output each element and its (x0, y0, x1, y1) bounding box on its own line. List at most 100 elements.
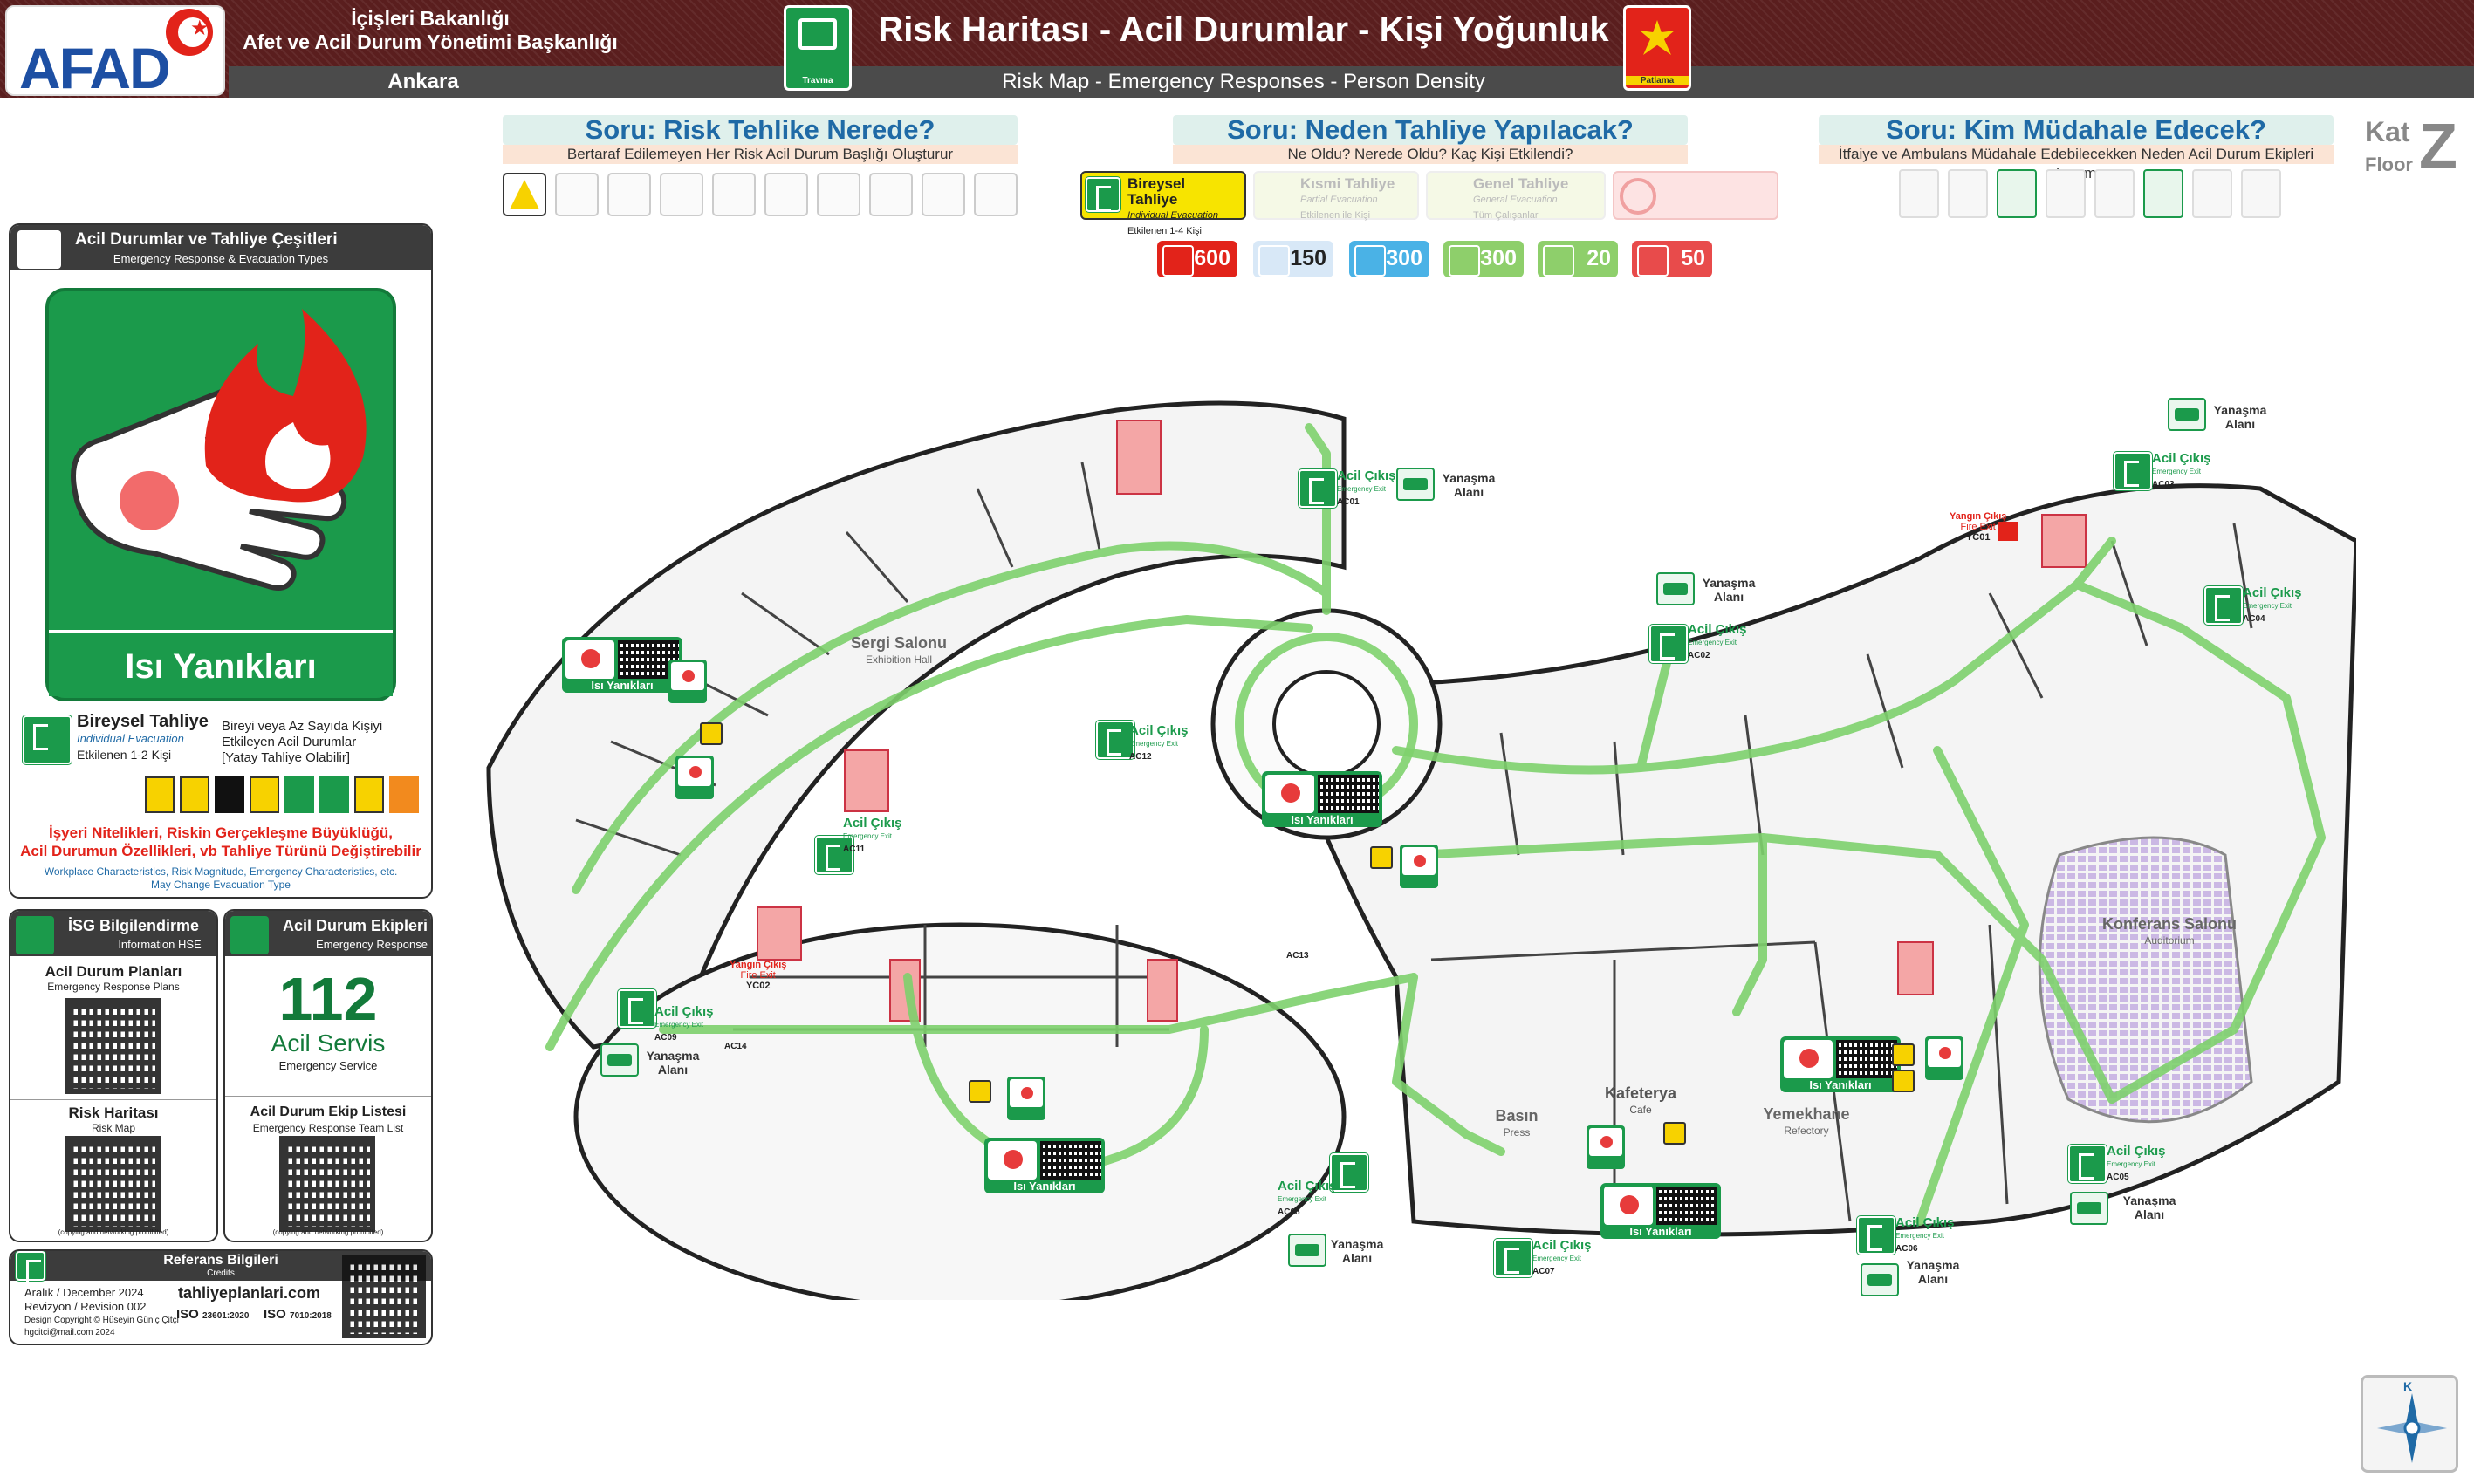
credits-site[interactable]: tahliyeplanlari.com (178, 1284, 321, 1302)
burn-hazard-icon (1400, 845, 1438, 888)
burn-hazard-tag[interactable]: Isı Yanıkları (1600, 1183, 1721, 1239)
floor-kat: Kat (2365, 116, 2410, 147)
responder-firefighter-icon (1948, 169, 1988, 218)
isg-footnote: (copying and networking prohibited) (58, 1228, 169, 1236)
credits-design: Design Copyright © Hüseyin Güniç Çitçi (24, 1316, 179, 1325)
emergency-exit-sign-icon (1299, 469, 1337, 508)
turkish-crescent-icon (166, 9, 213, 56)
evac-general: Genel Tahliye General Evacuation Tüm Çal… (1426, 171, 1606, 221)
emergency-exit-sign-icon (618, 989, 656, 1028)
qr-code-riskmap[interactable] (65, 1136, 161, 1232)
credits-panel: Referans Bilgileri Credits Aralık / Dece… (9, 1249, 433, 1345)
responder-medical-icon (2094, 169, 2135, 218)
emergency-types-header: Acil Durumlar ve Tahliye Çeşitleri Emerg… (10, 225, 431, 270)
evac-warning-en-line2: May Change Evacuation Type (151, 879, 291, 891)
emergency-number[interactable]: 112 (278, 965, 378, 1033)
evac-desc: Bireyi veya Az Sayıda Kişiyi Etkileyen A… (222, 719, 422, 766)
burn-hazard-tag[interactable]: Isı Yanıkları (1262, 771, 1382, 827)
emergency-exit-sign-icon (1857, 1216, 1895, 1255)
divider (10, 1099, 216, 1100)
mini-hazard-icon (354, 776, 384, 813)
no-entry-icon (1613, 171, 1778, 220)
evac-desc-line3: [Yatay Tahliye Olabilir] (222, 750, 351, 765)
header-subbar (229, 66, 2474, 98)
qr-code-site[interactable] (342, 1255, 426, 1338)
burn-hazard-icon (1007, 1077, 1045, 1120)
iso1-number: 23601:2020 (202, 1311, 250, 1321)
trauma-label: Travma (802, 76, 833, 85)
evac-warning-line1: İşyeri Nitelikleri, Riskin Gerçekleşme B… (48, 824, 393, 841)
room-cafe-name: Kafeterya (1604, 1084, 1677, 1102)
question-who: Soru: Kim Müdahale Edecek? İtfaiye ve Am… (1819, 115, 2334, 181)
star-icon: ★ (190, 17, 209, 40)
iso-badge-2: ISO 7010:2018 (264, 1307, 332, 1322)
individual-evac-icon (23, 715, 72, 764)
assembly-area: Yanaşma Alanı (1702, 576, 1756, 604)
org-chart-icon (16, 916, 54, 954)
ambulance-van-icon (2168, 398, 2206, 431)
explosion-label: Patlama (1626, 76, 1689, 85)
responder-search-icon (2046, 169, 2086, 218)
emergency-exit-sign-icon (1649, 625, 1688, 663)
mini-hazard-icon (319, 776, 349, 813)
evac-desc-line1: Bireyi veya Az Sayıda Kişiyi (222, 719, 383, 734)
mini-hazard-icon (284, 776, 314, 813)
evac-individual-en: Individual Evacuation (1127, 210, 1218, 221)
mini-hazard-icon (180, 776, 209, 813)
isg-item2: Risk Haritası (68, 1104, 159, 1121)
question-who-title: Soru: Kim Müdahale Edecek? (1819, 115, 2334, 145)
explosion-icon: Patlama (1623, 5, 1691, 91)
question-where-title: Soru: Risk Tehlike Nerede? (503, 115, 1018, 145)
count-meal-icon: 300 (1443, 241, 1524, 277)
iso2-number: 7010:2018 (290, 1311, 332, 1321)
exit-ac14: AC14 (724, 1042, 747, 1051)
exit-ac13: AC13 (1286, 951, 1309, 961)
mini-hazard-icon (145, 776, 175, 813)
room-exhibition-hall-name: Sergi Salonu (850, 634, 948, 652)
evac-warning-line2: Acil Durumun Özellikleri, vb Tahliye Tür… (20, 843, 421, 859)
assembly-area: Yanaşma Alanı (1906, 1258, 1960, 1286)
qr-code-team[interactable] (279, 1136, 375, 1232)
emergency-exit-sign-icon (815, 836, 853, 874)
isg-title: İSG Bilgilendirme (68, 917, 200, 934)
hazard-slot-icon (817, 173, 860, 216)
compass-rose: K (2361, 1375, 2458, 1473)
credits-date: Aralık / December 2024 (24, 1286, 144, 1299)
credits-email: hgcitci@mail.com 2024 (24, 1328, 115, 1337)
count-visitors-icon: 300 (1349, 241, 1429, 277)
evac-general-name: Genel Tahliye (1473, 175, 1569, 192)
exit-sign-icon (16, 1251, 45, 1286)
evac-info: Bireysel Tahliye Individual Evacuation E… (77, 713, 225, 763)
mini-hazard-icon (215, 776, 244, 813)
room-exhibition-hall-en: Exhibition Hall (865, 653, 933, 666)
responder-evacuation-icon (2143, 169, 2183, 218)
hazard-slot-icon (764, 173, 808, 216)
team-title: Acil Durum Ekipleri (283, 917, 428, 934)
ambulance-van-icon (1656, 572, 1695, 605)
warning-triangle-icon (1663, 1122, 1686, 1145)
burn-hazard-tag[interactable]: Isı Yanıkları (984, 1138, 1105, 1193)
team-panel: Acil Durum Ekipleri Emergency Response T… (223, 909, 433, 1242)
emergency-exit-sign-icon (1330, 1153, 1368, 1192)
evac-info-en: Individual Evacuation (77, 732, 184, 745)
team-icon (230, 916, 269, 954)
evac-general-sub: Tüm Çalışanlar (1473, 210, 1539, 221)
burn-hazard-tag[interactable]: Isı Yanıkları (562, 637, 682, 693)
hazard-slot-icon (922, 173, 965, 216)
team-list: Acil Durum Ekip Listesi (250, 1104, 407, 1119)
qr-code-plans[interactable] (65, 998, 161, 1094)
room-refectory-en: Refectory (1784, 1125, 1829, 1137)
burn-hazard-tag[interactable]: Isı Yanıkları (1780, 1036, 1901, 1092)
hazard-mini-icons (145, 776, 424, 813)
hazard-slot-icon (607, 173, 651, 216)
mini-hazard-icon (389, 776, 419, 813)
